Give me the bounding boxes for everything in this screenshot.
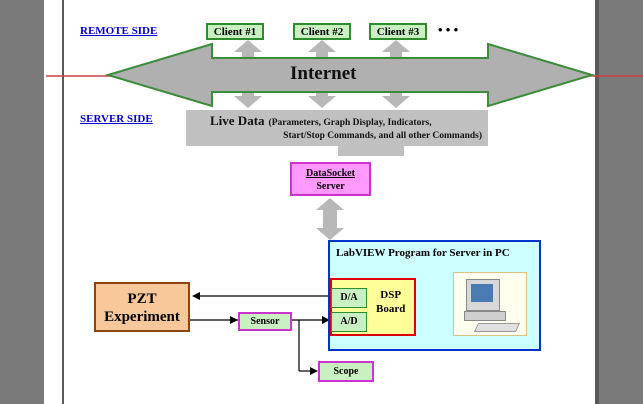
right-gray-margin	[599, 0, 643, 404]
sensor-box: Sensor	[238, 312, 292, 331]
dsp-line2: Board	[376, 303, 406, 315]
internet-arrow	[104, 42, 596, 108]
internet-label: Internet	[290, 63, 357, 84]
remote-side-label: REMOTE SIDE	[80, 25, 158, 37]
labview-title: LabVIEW Program for Server in PC	[336, 247, 510, 259]
keyboard-icon	[473, 323, 521, 332]
datasocket-line1: DataSocket	[306, 168, 355, 179]
pzt-line1: PZT	[127, 291, 157, 307]
dsp-line1: DSP	[380, 289, 402, 301]
datasocket-labview-arrow	[316, 198, 344, 240]
da-converter-box: D/A	[331, 288, 367, 308]
sensor-arrowhead	[230, 316, 238, 324]
ad-converter-box: A/D	[331, 312, 367, 332]
page-right-border	[595, 0, 599, 404]
page-left-border	[62, 0, 64, 404]
live-data-details-2: Start/Stop Commands, and all other Comma…	[283, 131, 482, 141]
datasocket-line2: Server	[316, 181, 345, 192]
scope-arrowhead	[310, 367, 318, 375]
pc-case-icon	[464, 311, 506, 321]
scope-box: Scope	[318, 361, 374, 382]
client-1-box: Client #1	[206, 23, 264, 40]
client-2-box: Client #2	[293, 23, 351, 40]
datasocket-server-box: DataSocket Server	[290, 162, 371, 196]
pzt-line2: Experiment	[104, 309, 180, 325]
signal-arrowheads	[192, 292, 330, 375]
more-clients-ellipsis: • • •	[438, 22, 459, 37]
pzt-arrowhead	[192, 292, 200, 300]
pc-picture	[453, 272, 527, 336]
live-data-band	[186, 110, 488, 156]
live-data-details-1: (Parameters, Graph Display, Indicators,	[268, 118, 432, 128]
ad-arrowhead	[322, 316, 330, 324]
server-side-label: SERVER SIDE	[80, 113, 153, 125]
left-gray-margin	[0, 0, 44, 404]
pc-screen-icon	[471, 284, 493, 302]
dsp-label: DSP Board	[376, 288, 405, 316]
client-3-box: Client #3	[369, 23, 427, 40]
pzt-experiment-box: PZT Experiment	[94, 282, 190, 332]
live-data-text: Live Data (Parameters, Graph Display, In…	[210, 114, 486, 143]
signal-lines	[190, 295, 330, 372]
live-data-title: Live Data	[210, 113, 265, 128]
